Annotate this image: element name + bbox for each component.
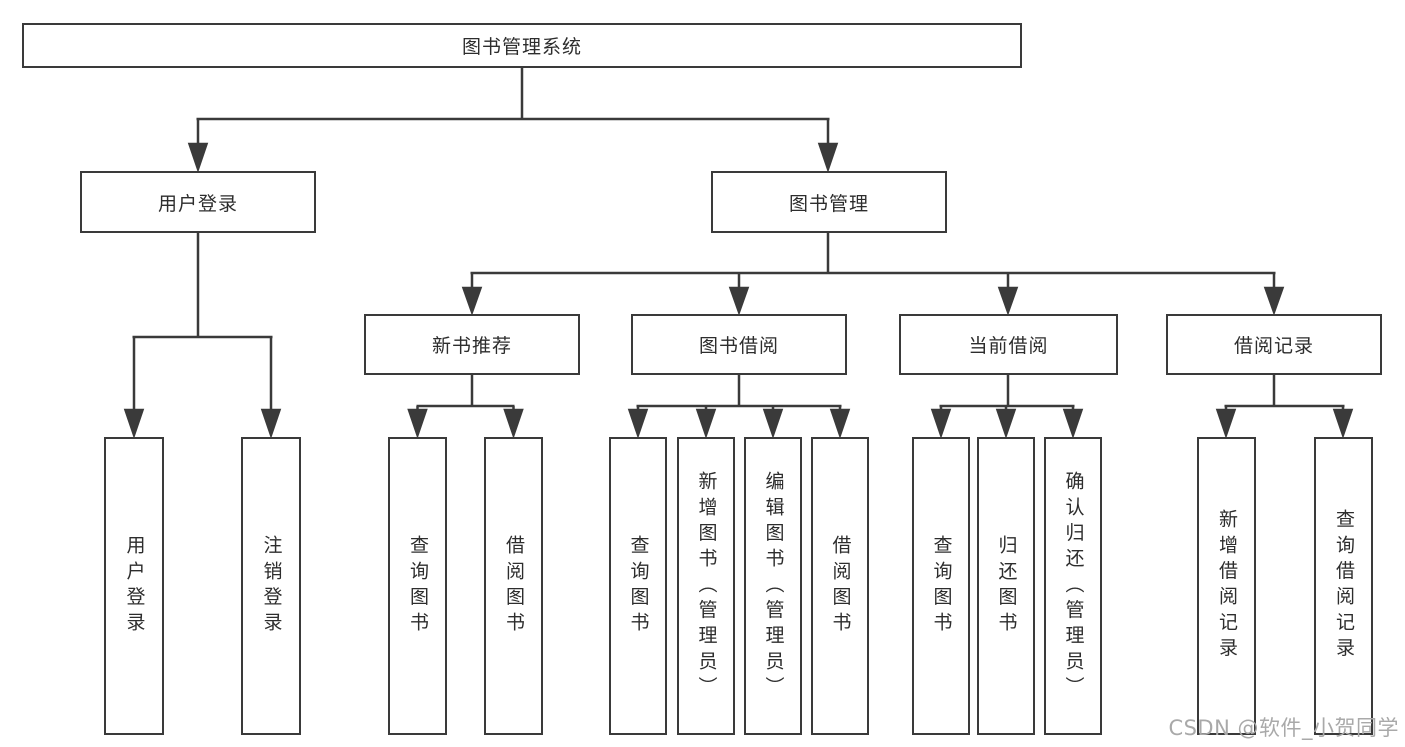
node-leaf-logout: 注销登录 [241, 437, 301, 735]
node-leaf-add-borrow-record: 新增借阅记录 [1197, 437, 1256, 735]
csdn-watermark: CSDN @软件_小贺同学 [1168, 716, 1399, 740]
node-book-borrow: 图书借阅 [631, 314, 847, 375]
node-leaf-edit-book-admin: 编辑图书（管理员） [744, 437, 802, 735]
edges-user-login-to-leaves [123, 233, 282, 439]
node-book-management: 图书管理 [711, 171, 947, 233]
edges-book-borrow-to-leaves [627, 375, 851, 439]
node-leaf-borrow-book-recommend: 借阅图书 [484, 437, 543, 735]
node-leaf-user-login: 用户登录 [104, 437, 164, 735]
node-leaf-return-book: 归还图书 [977, 437, 1035, 735]
node-user-login: 用户登录 [80, 171, 316, 233]
edges-new-book-recommend-to-leaves [407, 375, 524, 439]
edges-book-management-to-level3 [461, 233, 1285, 316]
node-leaf-query-book-borrow: 查询图书 [609, 437, 667, 735]
edges-current-borrow-to-leaves [930, 375, 1084, 439]
node-leaf-borrow-book: 借阅图书 [811, 437, 869, 735]
node-leaf-query-book-current: 查询图书 [912, 437, 970, 735]
node-leaf-add-book-admin: 新增图书（管理员） [677, 437, 735, 735]
edges-root-to-level2 [187, 68, 839, 173]
node-current-borrow: 当前借阅 [899, 314, 1118, 375]
node-borrow-records: 借阅记录 [1166, 314, 1382, 375]
edges-borrow-records-to-leaves [1215, 375, 1354, 439]
node-library-management-system: 图书管理系统 [22, 23, 1022, 68]
node-leaf-confirm-return-admin: 确认归还（管理员） [1044, 437, 1102, 735]
node-new-book-recommend: 新书推荐 [364, 314, 580, 375]
node-leaf-query-book-recommend: 查询图书 [388, 437, 447, 735]
node-leaf-query-borrow-record: 查询借阅记录 [1314, 437, 1373, 735]
